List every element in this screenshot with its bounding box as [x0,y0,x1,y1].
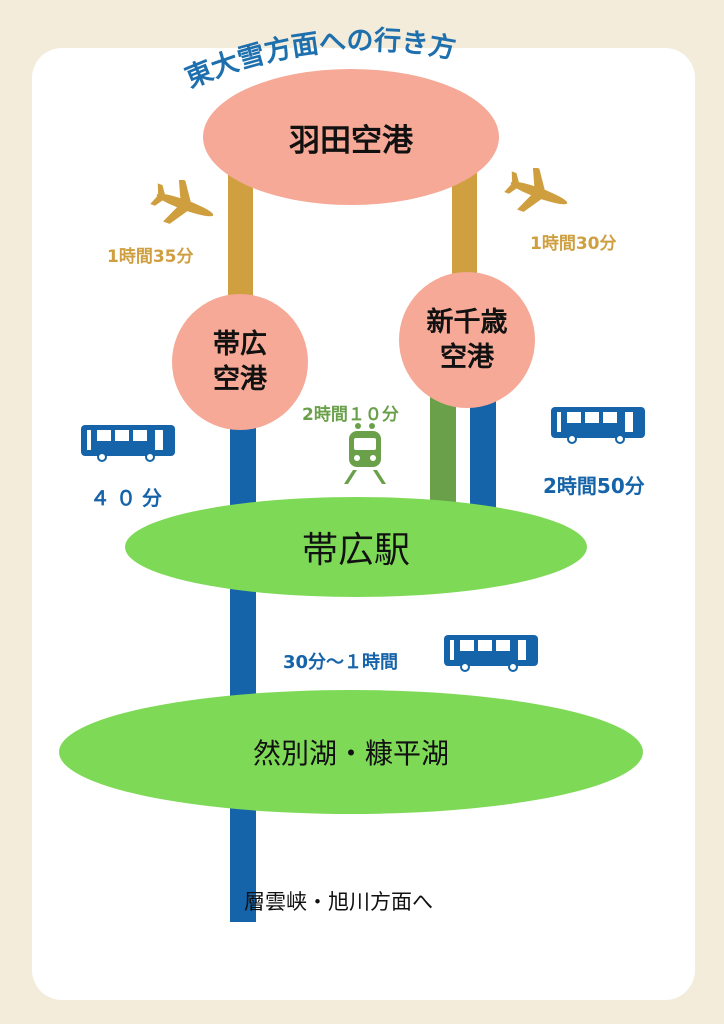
bus-time-chitose: 2時間50分 [543,474,645,498]
flight-time-obihiro: 1時間35分 [107,247,194,267]
airplane-icon [504,168,568,212]
bus-time-obihiro-airport: ４０分 [90,486,168,510]
train-icon [344,423,386,484]
node-shin-chitose-airport: 新千歳空港 [399,272,535,408]
node-obihiro-airport: 帯広空港 [172,294,308,430]
bus-icon [551,407,645,444]
flight-time-chitose: 1時間30分 [530,234,617,254]
train-line-chitose [430,390,456,505]
node-lakes: 然別湖・糠平湖 [59,690,643,814]
node-obihiro-station: 帯広駅 [125,497,587,597]
node-haneda-airport: 羽田空港 [203,69,499,205]
train-time-chitose: 2時間１０分 [302,405,399,425]
airplane-icon [150,180,214,224]
bus-line-chitose [470,390,496,510]
flight-line-chitose [452,170,477,290]
bus-icon [81,425,175,462]
onward-direction-label: 層雲峡・旭川方面へ [244,890,433,914]
bus-line-main [230,410,256,922]
flight-line-obihiro [228,170,253,310]
bus-icon [444,635,538,672]
bus-time-station-to-lakes: 30分～１時間 [283,652,399,673]
